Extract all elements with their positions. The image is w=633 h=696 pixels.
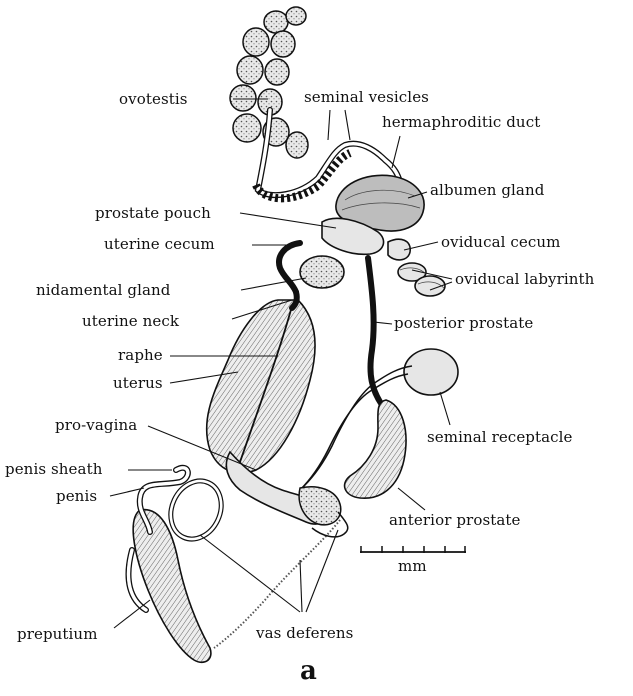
- anterior-prostate-organ: [345, 400, 406, 498]
- uterus-organ: [207, 300, 315, 473]
- label-hermaphroditic-duct: hermaphroditic duct: [382, 113, 540, 131]
- scale-bar-unit: mm: [398, 557, 427, 575]
- label-raphe: raphe: [118, 346, 163, 364]
- label-uterus: uterus: [113, 374, 163, 392]
- label-oviducal-labyrinth: oviducal labyrinth: [455, 270, 594, 288]
- label-seminal-receptacle: seminal receptacle: [427, 428, 573, 446]
- label-nidamental-gland: nidamental gland: [36, 281, 171, 299]
- preputium-organ: [133, 510, 211, 663]
- seminal-receptacle-organ: [404, 349, 458, 395]
- label-uterine-neck: uterine neck: [82, 312, 179, 330]
- label-seminal-vesicles: seminal vesicles: [304, 88, 429, 106]
- label-albumen-gland: albumen gland: [430, 181, 544, 199]
- scale-bar: [360, 546, 466, 553]
- label-posterior-prostate: posterior prostate: [394, 314, 533, 332]
- label-prostate-pouch: prostate pouch: [95, 204, 211, 222]
- label-uterine-cecum: uterine cecum: [104, 235, 215, 253]
- label-penis: penis: [56, 487, 97, 505]
- label-vas-deferens: vas deferens: [256, 624, 353, 642]
- label-ovotestis: ovotestis: [119, 90, 188, 108]
- nidamental-gland-organ: [300, 256, 344, 288]
- figure-letter: a: [300, 656, 317, 686]
- label-anterior-prostate: anterior prostate: [389, 511, 521, 529]
- uterine-cecum-organ: [279, 243, 300, 292]
- label-preputium: preputium: [17, 625, 98, 643]
- label-pro-vagina: pro-vagina: [55, 416, 137, 434]
- label-oviducal-cecum: oviducal cecum: [441, 233, 560, 251]
- label-penis-sheath: penis sheath: [5, 460, 102, 478]
